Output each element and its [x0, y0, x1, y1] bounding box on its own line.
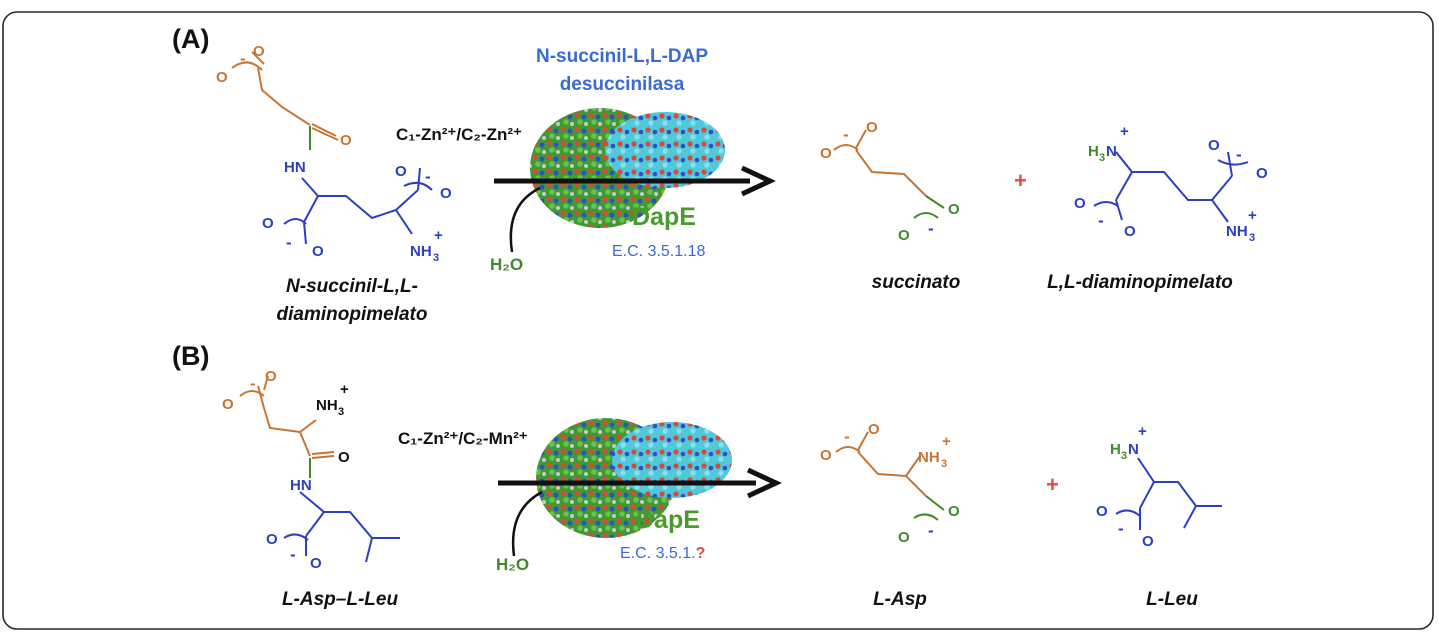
protein-a-image	[530, 108, 725, 228]
svg-text:-: -	[928, 219, 934, 238]
svg-text:O: O	[1074, 195, 1086, 212]
svg-text:3: 3	[1249, 232, 1255, 244]
svg-text:H: H	[1088, 143, 1099, 160]
svg-text:NH: NH	[410, 243, 432, 260]
svg-text:O: O	[338, 449, 350, 466]
product-a1-structure	[833, 129, 945, 219]
product-b1-name: L-Asp	[873, 589, 927, 610]
product-b2-name: L-Leu	[1146, 589, 1198, 610]
svg-text:O: O	[868, 421, 880, 438]
svg-text:H: H	[1110, 441, 1121, 458]
svg-text:-: -	[1118, 519, 1124, 538]
svg-text:O: O	[312, 243, 324, 260]
svg-text:N: N	[1128, 441, 1139, 458]
svg-text:NH: NH	[1226, 223, 1248, 240]
svg-text:+: +	[1120, 123, 1129, 140]
substrate-a-name-line1: N-succinil-L,L-	[286, 276, 418, 297]
svg-text:+: +	[340, 381, 349, 398]
figure-frame	[2, 11, 1434, 630]
svg-text:O: O	[440, 185, 452, 202]
substrate-a-atoms: O - O O HN O - O O - O NH 3 +	[216, 43, 452, 264]
svg-text:O: O	[1142, 533, 1154, 550]
svg-text:NH: NH	[918, 449, 940, 466]
svg-text:O: O	[1208, 137, 1220, 154]
enzyme-a-name-line2: desuccinilasa	[560, 74, 685, 95]
svg-text:-: -	[240, 49, 246, 68]
svg-text:O: O	[262, 215, 274, 232]
product-b2-atoms: H 3 N + O - O	[1096, 423, 1154, 550]
svg-text:3: 3	[338, 406, 344, 418]
svg-text:O: O	[222, 396, 234, 413]
product-b2-structure	[1115, 457, 1222, 530]
svg-text:O: O	[340, 132, 352, 149]
svg-text:O: O	[866, 119, 878, 136]
svg-text:O: O	[1124, 223, 1136, 240]
svg-text:-: -	[843, 125, 849, 144]
svg-text:O: O	[310, 555, 322, 572]
product-a2-structure	[1093, 151, 1249, 223]
svg-text:-: -	[286, 233, 292, 252]
svg-text:3: 3	[941, 458, 947, 470]
svg-text:HN: HN	[284, 159, 306, 176]
svg-text:-: -	[844, 427, 850, 446]
svg-text:HN: HN	[290, 477, 312, 494]
cofactors-a: C₁-Zn²⁺/C₂-Zn²⁺	[396, 125, 522, 144]
plus-a: +	[1014, 168, 1027, 193]
water-b: H₂O	[496, 555, 529, 574]
svg-text:+: +	[942, 433, 951, 450]
svg-text:-: -	[250, 374, 256, 393]
product-b1-atoms: O - O NH 3 + O O -	[820, 421, 960, 546]
svg-text:O: O	[266, 531, 278, 548]
svg-text:O: O	[898, 529, 910, 546]
svg-text:3: 3	[1121, 450, 1127, 462]
panel-a-label: (A)	[172, 24, 209, 54]
svg-text:O: O	[395, 163, 407, 180]
svg-text:-: -	[425, 167, 431, 186]
substrate-b-name: L-Asp–L-Leu	[282, 589, 399, 610]
svg-text:-: -	[928, 521, 934, 540]
water-a: H₂O	[490, 255, 523, 274]
reaction-arrow-b	[498, 467, 782, 557]
product-a1-name: succinato	[872, 272, 961, 293]
svg-text:O: O	[948, 201, 960, 218]
reaction-arrow-a	[494, 165, 776, 253]
substrate-b-structure	[239, 375, 400, 563]
cofactors-b: C₁-Zn²⁺/C₂-Mn²⁺	[398, 429, 528, 448]
ec-b: E.C. 3.5.1.?	[620, 545, 705, 562]
protein-b-image	[536, 418, 732, 538]
svg-text:-: -	[1236, 145, 1242, 164]
svg-text:+: +	[434, 227, 443, 244]
svg-text:-: -	[1098, 211, 1104, 230]
substrate-b-atoms: O - O NH 3 + O HN O - O	[222, 368, 350, 572]
svg-text:O: O	[820, 447, 832, 464]
product-a2-atoms: H 3 N + O - O O - O NH 3 +	[1074, 123, 1268, 244]
product-a1-atoms: O - O O O -	[820, 119, 960, 244]
svg-text:O: O	[820, 145, 832, 162]
panel-b-label: (B)	[172, 341, 209, 371]
svg-text:NH: NH	[316, 397, 338, 414]
substrate-a-structure	[231, 51, 433, 245]
svg-text:3: 3	[433, 252, 439, 264]
svg-text:N: N	[1106, 143, 1117, 160]
svg-text:+: +	[1138, 423, 1147, 440]
enzyme-a-name-line1: N-succinil-L,L-DAP	[536, 46, 708, 67]
svg-text:-: -	[290, 545, 296, 564]
ec-a: E.C. 3.5.1.18	[612, 243, 705, 260]
svg-text:O: O	[898, 227, 910, 244]
svg-text:O: O	[216, 69, 228, 86]
product-b1-structure	[835, 431, 945, 521]
substrate-a-name-line2: diaminopimelato	[277, 304, 428, 325]
enzyme-b-label: DapE	[636, 506, 700, 534]
svg-text:3: 3	[1099, 152, 1105, 164]
svg-text:O: O	[948, 503, 960, 520]
svg-text:O: O	[265, 368, 277, 385]
svg-text:+: +	[1248, 207, 1257, 224]
plus-b: +	[1046, 472, 1059, 497]
enzyme-a-label: DapE	[632, 203, 696, 231]
svg-text:O: O	[253, 43, 265, 60]
product-a2-name: L,L-diaminopimelato	[1047, 272, 1233, 293]
svg-text:O: O	[1096, 503, 1108, 520]
svg-text:O: O	[1256, 165, 1268, 182]
